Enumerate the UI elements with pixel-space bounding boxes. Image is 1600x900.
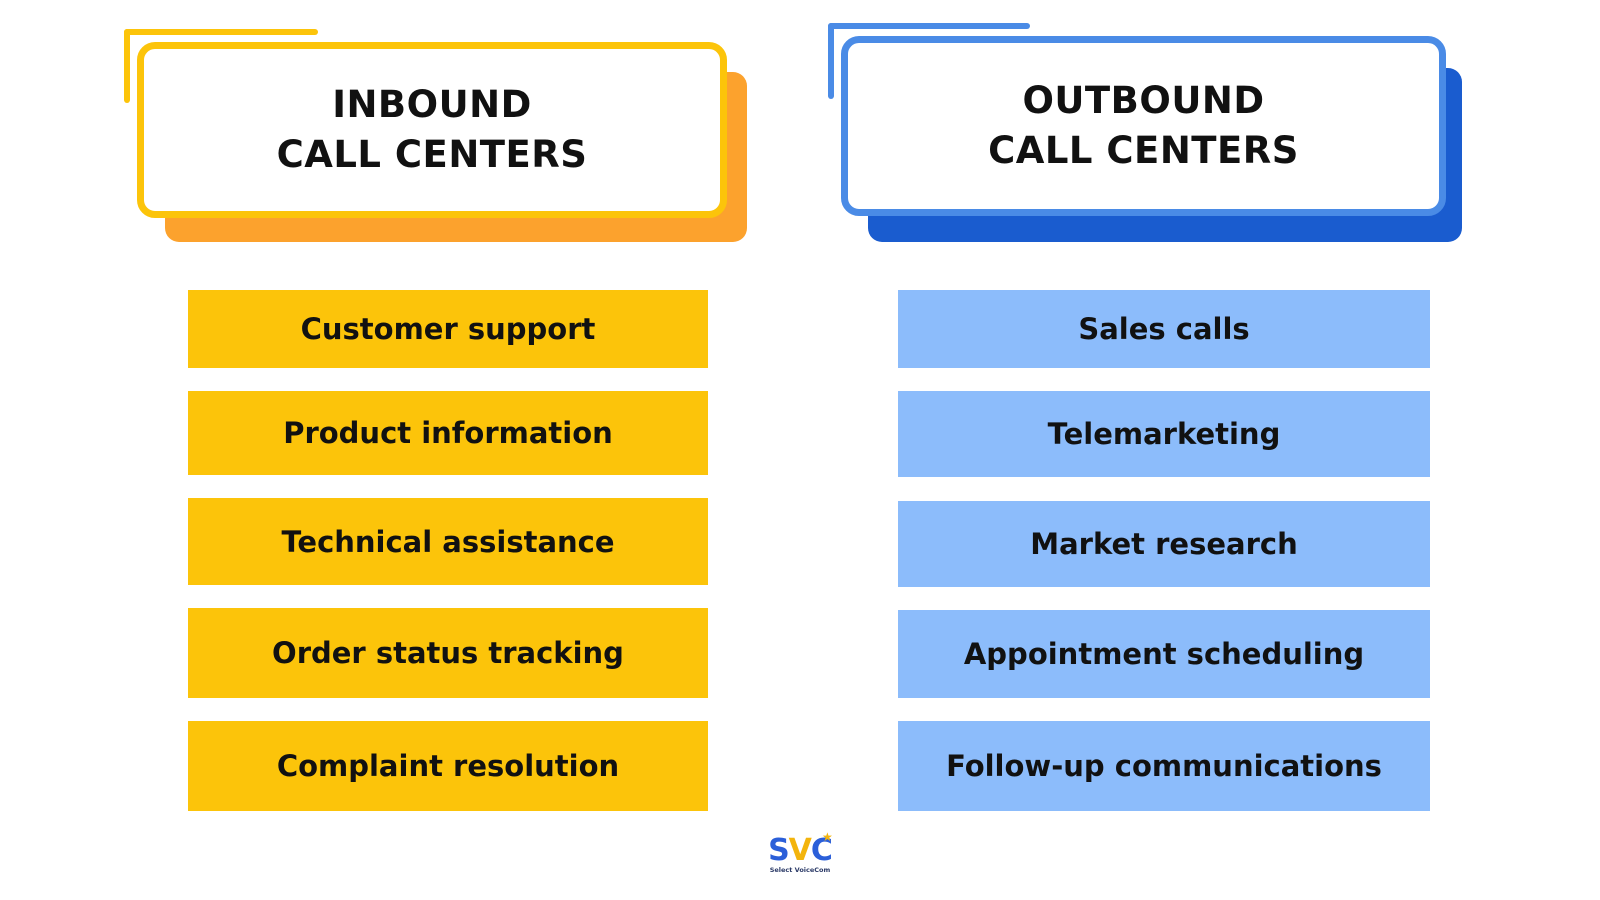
outbound-item-label: Telemarketing [1047,417,1281,451]
inbound-item-label: Complaint resolution [276,749,620,783]
logo-letter-v: V [788,833,812,868]
outbound-accent-line-vertical [828,23,834,99]
inbound-accent-line-vertical [124,29,130,103]
outbound-item-label: Sales calls [1078,312,1250,346]
outbound-item-label: Appointment scheduling [963,637,1365,671]
star-icon: ★ [822,830,833,844]
outbound-item-appointment-scheduling: Appointment scheduling [898,610,1430,698]
inbound-item-label: Customer support [300,312,596,346]
outbound-item-label: Market research [1030,527,1298,561]
outbound-accent-line-horizontal [828,23,1030,29]
logo-letter-s: S [768,833,790,868]
outbound-title-line2: CALL CENTERS [988,129,1299,172]
inbound-item-label: Order status tracking [272,636,624,670]
outbound-item-label: Follow-up communications [946,749,1382,783]
inbound-item-product-information: Product information [188,391,708,475]
inbound-item-complaint-resolution: Complaint resolution [188,721,708,811]
inbound-item-order-status-tracking: Order status tracking [188,608,708,698]
inbound-item-label: Technical assistance [281,524,615,559]
outbound-title-line1: OUTBOUND [1022,79,1265,122]
inbound-title-line1: INBOUND [332,83,532,126]
outbound-item-sales-calls: Sales calls [898,290,1430,368]
outbound-item-telemarketing: Telemarketing [898,391,1430,477]
inbound-item-label: Product information [283,416,613,450]
inbound-title-line2: CALL CENTERS [276,133,588,176]
logo-mark: SVC [768,833,833,868]
logo-letter-c: C [810,833,833,868]
outbound-item-follow-up-communications: Follow-up communications [898,721,1430,811]
outbound-item-market-research: Market research [898,501,1430,587]
logo-subtitle: Select VoiceCom [769,866,831,874]
svc-logo: SVC ★ Select VoiceCom [760,830,840,892]
inbound-item-customer-support: Customer support [188,290,708,368]
inbound-item-technical-assistance: Technical assistance [188,498,708,585]
outbound-header-card: OUTBOUND CALL CENTERS [841,36,1446,216]
inbound-header-card: INBOUND CALL CENTERS [137,42,727,218]
inbound-accent-line-horizontal [124,29,318,35]
